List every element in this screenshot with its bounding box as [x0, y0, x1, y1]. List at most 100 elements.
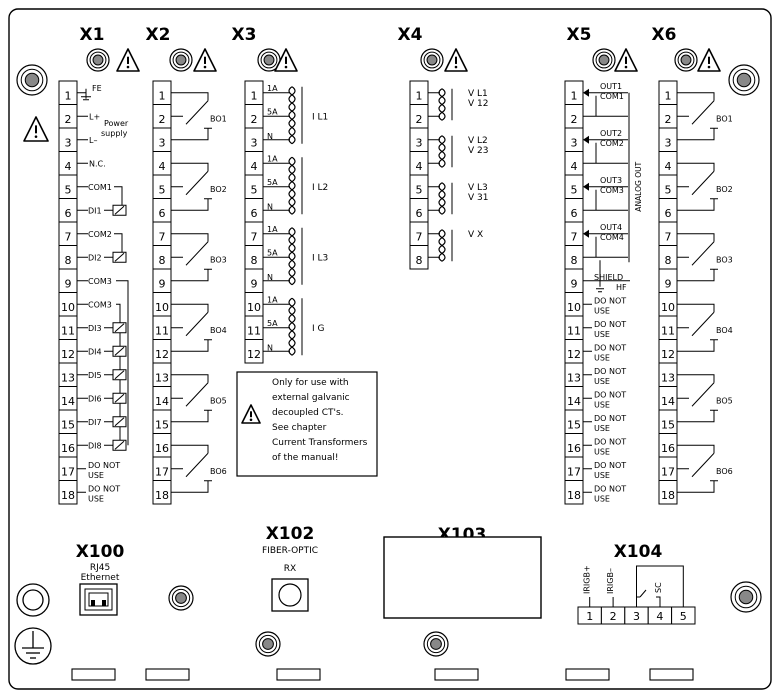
coil-winding — [438, 182, 444, 215]
warning-icon — [274, 48, 298, 72]
label-tap-5a: 5A — [267, 319, 278, 328]
relay-contact-icon — [677, 444, 718, 493]
label-analog-out: OUT2 — [600, 129, 622, 138]
pin-number: 1 — [416, 90, 423, 103]
relay-wire — [171, 269, 209, 282]
pin-number: 2 — [665, 113, 672, 126]
pin-number: 17 — [61, 466, 75, 479]
connector-screw-icon — [169, 48, 193, 72]
label-tap-n: N — [267, 273, 273, 282]
pin-number: 17 — [661, 466, 675, 479]
x100-ethernet: Ethernet — [81, 573, 120, 583]
pin-number: 1 — [586, 610, 593, 623]
label-do-not-use: DO NOT — [88, 484, 120, 493]
label-tap-1a: 1A — [267, 225, 278, 234]
warning-icon — [614, 48, 638, 72]
screw-slot — [598, 54, 610, 66]
label-do-not-use: USE — [88, 471, 104, 480]
label-do-not-use: DO NOT — [594, 484, 626, 493]
pin-number: 9 — [159, 278, 166, 291]
pin-number: 4 — [159, 160, 166, 173]
opto-slash — [114, 370, 125, 380]
label-binary-output: BO2 — [210, 185, 227, 194]
coil-winding — [290, 297, 296, 356]
note-box — [236, 371, 378, 477]
label-di1: DI1 — [88, 206, 102, 215]
screw-slot — [175, 592, 187, 604]
pin-number: 3 — [633, 610, 640, 623]
note-line: See chapter — [272, 423, 327, 433]
pin-number: 1 — [665, 90, 672, 103]
label-voltage: V L2 — [468, 136, 488, 146]
label-binary-output: BO5 — [716, 396, 733, 405]
label-analog-out-group: ANALOG OUT — [634, 161, 643, 211]
label-voltage: V L1 — [468, 89, 488, 99]
label-analog-com: COM2 — [600, 139, 624, 148]
pin-number: 10 — [247, 301, 261, 314]
relay-wire — [677, 233, 715, 242]
x102-rx: RX — [284, 564, 296, 574]
pin-number: 2 — [571, 113, 578, 126]
pin-number: 6 — [251, 207, 258, 220]
ground-terminal-icon — [14, 583, 52, 665]
label-do-not-use: USE — [594, 471, 610, 480]
coil-winding — [438, 88, 444, 121]
pin-number: 6 — [571, 207, 578, 220]
label-do-not-use: DO NOT — [594, 461, 626, 470]
pin-number: 5 — [665, 184, 672, 197]
label-voltage: V 12 — [468, 99, 488, 109]
wire — [116, 280, 129, 446]
relay-wire — [677, 374, 715, 383]
screw-slot — [738, 589, 754, 605]
label-binary-output: BO2 — [716, 185, 733, 194]
pin-number: 8 — [159, 254, 166, 267]
label-current: I L1 — [312, 112, 328, 122]
warning-icon — [697, 48, 721, 72]
coil-winding — [290, 227, 296, 286]
pin-number: 13 — [155, 372, 169, 385]
pin-number: 16 — [661, 442, 675, 455]
warning-dot — [707, 65, 711, 69]
label-di8: DI8 — [88, 441, 102, 450]
warning-dot — [126, 65, 130, 69]
pin-number: 2 — [159, 113, 166, 126]
relay-contact-icon — [677, 303, 718, 352]
mounting-screw-icon — [730, 581, 762, 613]
mounting-screw-icon — [255, 631, 281, 657]
pin-number: 3 — [251, 137, 258, 150]
label-binary-output: BO1 — [716, 114, 733, 123]
pin-number: 9 — [65, 278, 72, 291]
pin-number: 12 — [247, 348, 261, 361]
mounting-screw-icon — [423, 631, 449, 657]
opto-slash — [114, 323, 125, 333]
pin-number: 11 — [247, 325, 261, 338]
label-tap-1a: 1A — [267, 84, 278, 93]
pin-number: 18 — [661, 489, 675, 502]
label-com1: COM1 — [88, 183, 112, 192]
label-do-not-use: USE — [594, 447, 610, 456]
pin-number: 4 — [416, 160, 423, 173]
pin-number: 5 — [680, 610, 687, 623]
pin-number: 11 — [61, 325, 75, 338]
relay-blade — [185, 241, 209, 266]
relay-blade — [185, 452, 209, 478]
label-shield: SHIELD — [594, 273, 623, 282]
pin-number: 5 — [65, 184, 72, 197]
relay-wire — [171, 339, 209, 352]
label-analog-com: COM1 — [600, 92, 624, 101]
pin-number: 1 — [65, 90, 72, 103]
relay-blade — [691, 452, 715, 478]
x102-title: X102 — [266, 524, 315, 544]
coil-winding — [290, 86, 296, 145]
label-voltage: V 31 — [468, 193, 488, 203]
pin-number: 16 — [155, 442, 169, 455]
warning-icon — [23, 116, 49, 142]
relay-wire — [171, 444, 209, 454]
pin-number: 8 — [571, 254, 578, 267]
relay-blade — [185, 170, 209, 196]
pin-number: 11 — [155, 325, 169, 338]
label-tap-n: N — [267, 132, 273, 141]
relay-blade — [691, 311, 715, 337]
pin-number: 14 — [661, 395, 675, 408]
